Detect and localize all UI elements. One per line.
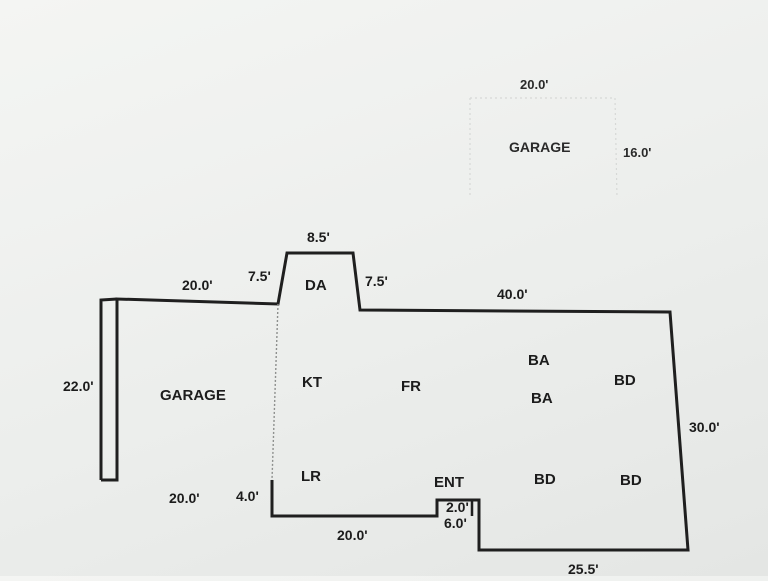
detached-garage-room-label: GARAGE xyxy=(509,139,570,155)
dim-entry-notch-a: 2.0' xyxy=(446,499,469,515)
detached-garage: 20.0' GARAGE 16.0' xyxy=(469,77,651,199)
room-label-living: LR xyxy=(301,468,321,485)
room-label-entry: ENT xyxy=(434,474,464,491)
detached-garage-width-label: 20.0' xyxy=(520,77,548,92)
dim-right-side: 30.0' xyxy=(689,419,720,435)
dim-dining-right: 7.5' xyxy=(365,273,388,289)
dim-step-offset: 4.0' xyxy=(236,488,259,504)
room-label-bedroom-1: BD xyxy=(614,372,636,389)
room-label-garage: GARAGE xyxy=(160,387,226,404)
dim-dining-top: 8.5' xyxy=(307,229,330,245)
room-label-bath-2: BA xyxy=(531,390,553,407)
garage-outer-wall xyxy=(99,297,118,480)
detached-garage-depth-label: 16.0' xyxy=(623,145,651,160)
room-label-family: FR xyxy=(401,378,421,395)
dim-garage-side: 22.0' xyxy=(63,378,94,394)
entry-notch xyxy=(437,498,481,516)
room-label-bath-1: BA xyxy=(528,352,550,369)
dim-entry-notch-b: 6.0' xyxy=(444,515,467,531)
room-label-dining: DA xyxy=(305,277,327,294)
dim-garage-top: 20.0' xyxy=(182,277,213,293)
room-label-kitchen: KT xyxy=(302,374,322,391)
main-plan: GARAGE DA KT LR FR ENT BA BA BD BD BD 20… xyxy=(63,229,720,577)
dim-dining-left: 7.5' xyxy=(248,268,271,284)
detached-garage-outline xyxy=(469,97,618,199)
main-plan-outline xyxy=(101,251,690,552)
dim-garage-bottom: 20.0' xyxy=(169,490,200,506)
garage-house-partition xyxy=(271,303,279,481)
dim-lr-bottom: 20.0' xyxy=(337,527,368,543)
dim-main-top: 40.0' xyxy=(497,286,528,302)
room-label-bedroom-2: BD xyxy=(534,471,556,488)
dim-bottom-right: 25.5' xyxy=(568,561,599,576)
room-label-bedroom-3: BD xyxy=(620,472,642,489)
